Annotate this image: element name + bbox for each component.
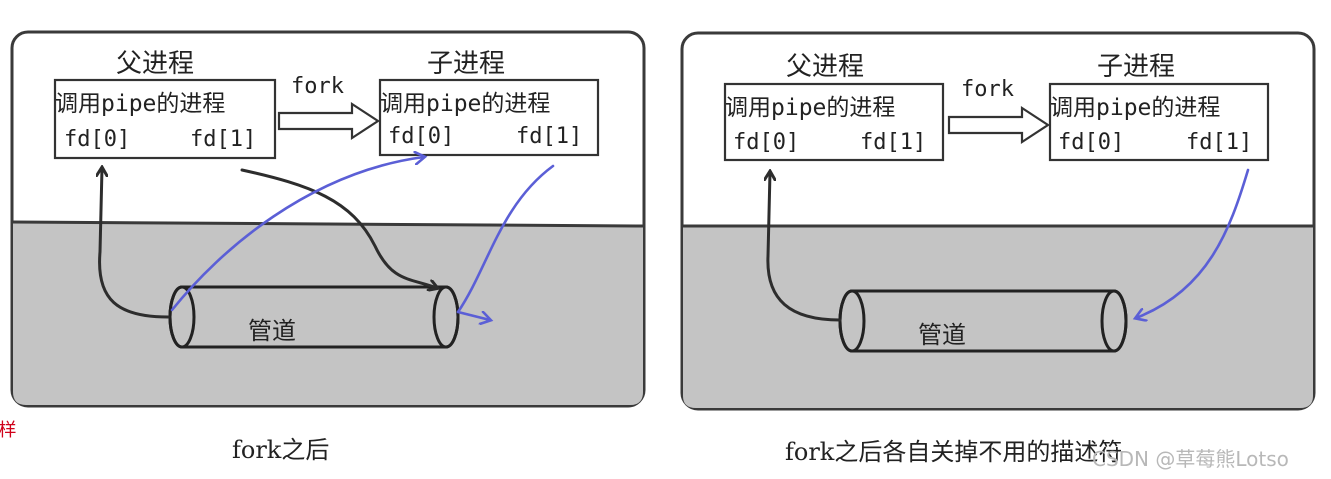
left-pipe-label: 管道 <box>248 317 296 345</box>
right-pipe <box>838 289 1128 353</box>
left-parent-read-arrow <box>100 168 170 319</box>
side-note: -样 <box>0 420 17 441</box>
right-parent-read-arrow <box>768 172 842 322</box>
left-child-box-label: 调用pipe的进程 <box>380 91 550 117</box>
left-pipe <box>168 285 460 349</box>
left-parent-box-label: 调用pipe的进程 <box>55 91 225 117</box>
left-pipe-read-end <box>168 285 196 349</box>
right-child-box <box>1048 82 1270 162</box>
right-pipe-write-end <box>1100 289 1128 353</box>
right-panel: 父进程 子进程 调用pipe的进程 fd[0] fd[1] 调用pipe的进程 … <box>680 31 1316 466</box>
right-fork-label: fork <box>961 77 1014 102</box>
right-parent-box <box>723 82 945 162</box>
right-parent-fd0: fd[0] <box>733 130 799 155</box>
left-parent-box <box>53 78 277 160</box>
left-child-title: 子进程 <box>427 49 505 79</box>
left-parent-title: 父进程 <box>116 49 194 79</box>
left-parent-write-arrow <box>240 168 437 288</box>
right-parent-fd1: fd[1] <box>860 130 926 155</box>
right-parent-box-label: 调用pipe的进程 <box>725 95 895 121</box>
left-child-box <box>378 78 600 157</box>
left-fork-arrow <box>277 101 381 141</box>
left-kernel-boundary <box>12 220 644 228</box>
left-child-read-arrow <box>170 157 424 312</box>
right-pipe-label: 管道 <box>918 321 966 349</box>
left-parent-fd1: fd[1] <box>190 127 256 152</box>
right-child-fd1: fd[1] <box>1186 130 1252 155</box>
right-child-fd0: fd[0] <box>1058 130 1124 155</box>
left-child-fd0: fd[0] <box>388 124 454 149</box>
right-caption: fork之后各自关掉不用的描述符 <box>785 438 1122 466</box>
right-child-title: 子进程 <box>1097 52 1175 82</box>
right-parent-title: 父进程 <box>786 52 864 82</box>
left-parent-fd0: fd[0] <box>64 127 130 152</box>
right-fork-arrow <box>947 105 1051 145</box>
watermark: CSDN @草莓熊Lotso <box>1092 447 1289 471</box>
left-pipe-write-end <box>432 285 460 349</box>
left-child-write-arrow <box>456 164 555 320</box>
left-panel: 父进程 子进程 调用pipe的进程 fd[0] fd[1] 调用pipe的进程 … <box>10 30 646 464</box>
right-child-write-arrow <box>1136 168 1250 318</box>
right-child-box-label: 调用pipe的进程 <box>1050 95 1220 121</box>
left-fork-label: fork <box>291 74 344 99</box>
left-child-fd1: fd[1] <box>516 124 582 149</box>
left-caption: fork之后 <box>232 436 329 464</box>
